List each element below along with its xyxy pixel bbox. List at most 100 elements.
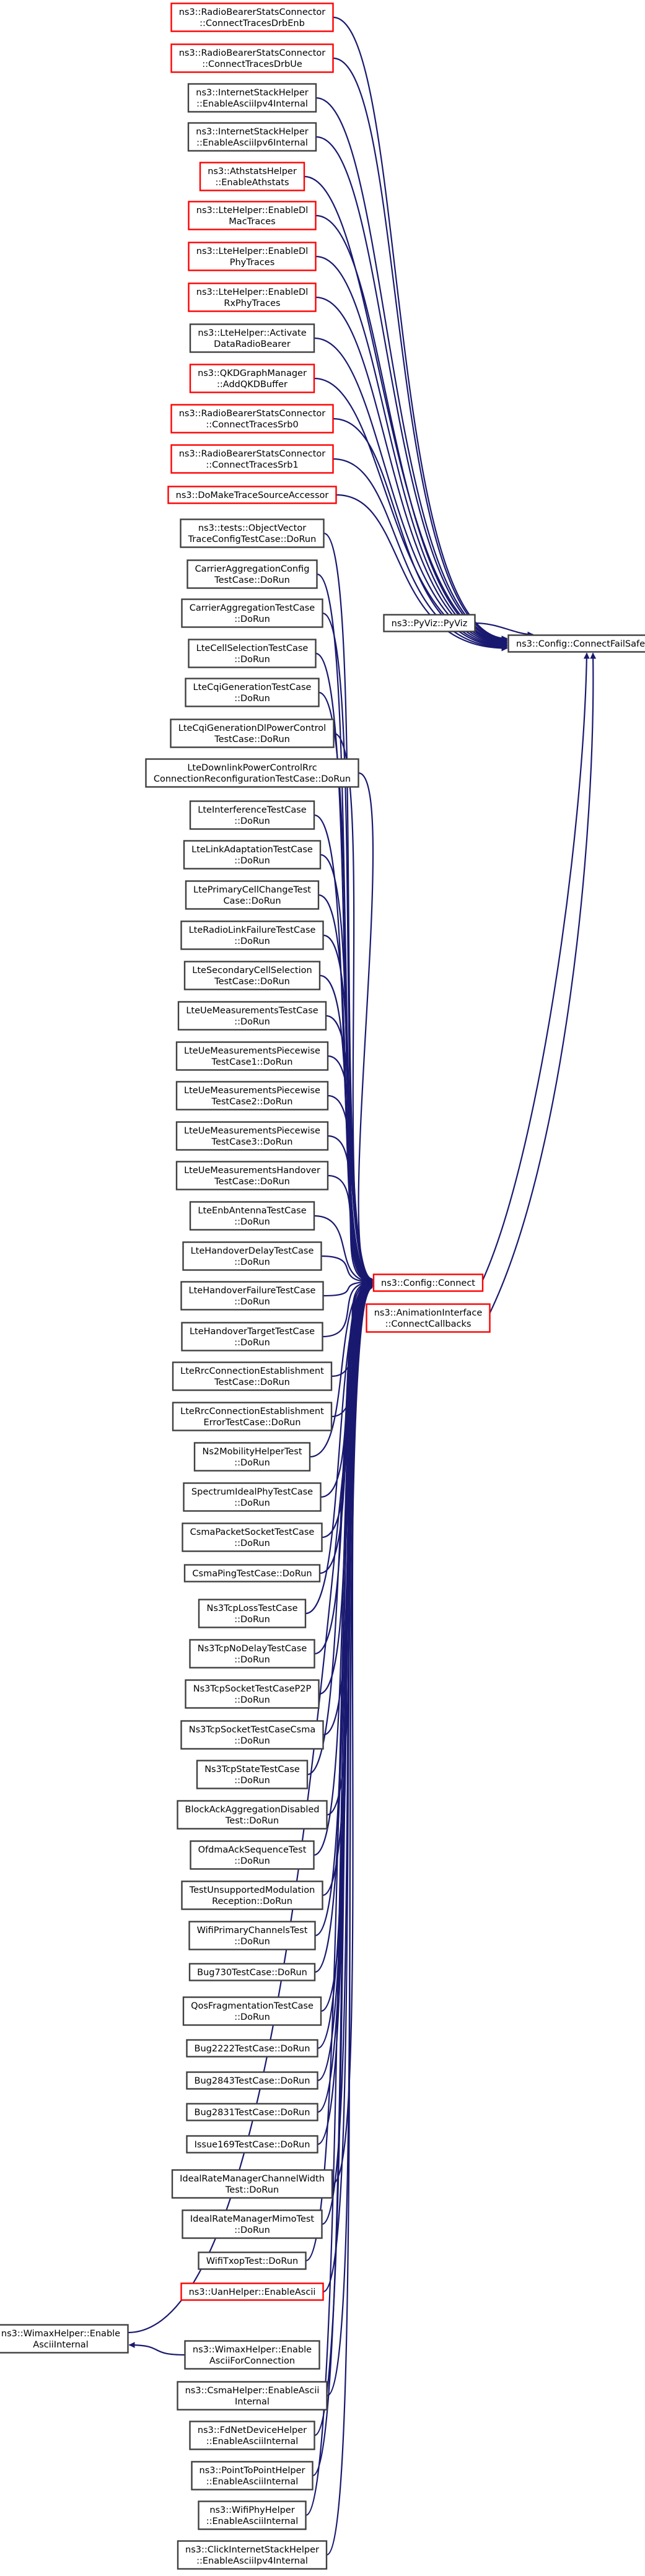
node-caller-40[interactable]: CsmaPingTestCase::DoRun	[183, 1564, 321, 1583]
node-caller-63[interactable]: ns3::PointToPointHelper::EnableAsciiInte…	[191, 2461, 314, 2491]
node-caller-43[interactable]: Ns3TcpSocketTestCaseP2P::DoRun	[185, 1679, 320, 1709]
node-caller-42[interactable]: Ns3TcpNoDelayTestCase::DoRun	[189, 1639, 315, 1669]
node-caller-42-label-line-2: ::DoRun	[234, 1655, 270, 1665]
node-caller-20[interactable]: LteDownlinkPowerControlRrcConnectionReco…	[145, 758, 359, 788]
node-caller-51-box	[182, 1996, 322, 2026]
node-caller-28-box	[175, 1081, 329, 1111]
node-caller-36[interactable]: LteRrcConnectionEstablishmentErrorTestCa…	[172, 1402, 333, 1431]
node-caller-58[interactable]: WifiTxopTest::DoRun	[198, 2251, 307, 2270]
edge-caller-33-to-config-connect	[323, 1278, 373, 1297]
node-caller-44-label-line-1: Ns3TcpSocketTestCaseCsma	[189, 1725, 315, 1735]
edge-caller-64-to-config-connect	[305, 1283, 373, 2517]
node-caller-19-box	[170, 718, 335, 748]
node-caller-65[interactable]: ns3::ClickInternetStackHelper::EnableAsc…	[177, 2540, 328, 2570]
node-caller-56-label-line-2: Test::DoRun	[225, 2185, 279, 2195]
node-caller-20-label-line-2: ConnectionReconfigurationTestCase::DoRun	[154, 774, 351, 784]
node-caller-26[interactable]: LteUeMeasurementsTestCase::DoRun	[177, 1001, 327, 1031]
node-caller-13[interactable]: ns3::DoMakeTraceSourceAccessor	[167, 486, 337, 504]
node-caller-41[interactable]: Ns3TcpLossTestCase::DoRun	[198, 1599, 307, 1628]
node-caller-28[interactable]: LteUeMeasurementsPiecewiseTestCase2::DoR…	[175, 1081, 329, 1111]
node-caller-59[interactable]: ns3::UanHelper::EnableAscii	[180, 2282, 324, 2301]
node-caller-57-label-line-2: ::DoRun	[234, 2225, 270, 2235]
node-caller-33[interactable]: LteHandoverFailureTestCase::DoRun	[180, 1281, 324, 1311]
node-caller-22[interactable]: LteLinkAdaptationTestCase::DoRun	[183, 840, 322, 870]
node-caller-35[interactable]: LteRrcConnectionEstablishmentTestCase::D…	[172, 1361, 333, 1391]
node-caller-57[interactable]: IdealRateManagerMimoTest::DoRun	[182, 2209, 323, 2239]
node-caller-54-box	[186, 2103, 318, 2121]
node-caller-32[interactable]: LteHandoverDelayTestCase::DoRun	[182, 1241, 322, 1271]
node-caller-51[interactable]: QosFragmentationTestCase::DoRun	[182, 1996, 322, 2026]
node-caller-4[interactable]: ns3::InternetStackHelper::EnableAsciiIpv…	[187, 122, 317, 152]
node-caller-18[interactable]: LteCqiGenerationTestCase::DoRun	[185, 678, 320, 707]
node-config-connect-box	[372, 1273, 484, 1292]
node-caller-57-label-line-1: IdealRateManagerMimoTest	[190, 2214, 315, 2224]
node-caller-1[interactable]: ns3::RadioBearerStatsConnector::ConnectT…	[170, 2, 334, 32]
node-caller-34[interactable]: LteHandoverTargetTestCase::DoRun	[181, 1322, 323, 1351]
node-caller-37[interactable]: Ns2MobilityHelperTest::DoRun	[193, 1442, 311, 1472]
node-caller-1-label-line-2: ::ConnectTracesDrbEnb	[200, 19, 305, 28]
node-caller-47[interactable]: OfdmaAckSequenceTest::DoRun	[190, 1840, 315, 1870]
node-caller-37-label-line-2: ::DoRun	[234, 1458, 270, 1468]
node-caller-53-label-line-1: Bug2843TestCase::DoRun	[195, 2076, 310, 2086]
node-caller-61[interactable]: ns3::CsmaHelper::EnableAsciiInternal	[177, 2381, 328, 2411]
node-config-connectfailsafe[interactable]: ns3::Config::ConnectFailSafe	[507, 634, 645, 653]
node-caller-14[interactable]: ns3::tests::ObjectVectorTraceConfigTestC…	[180, 518, 325, 548]
node-caller-48-label-line-1: TestUnsupportedModulation	[189, 1885, 315, 1895]
node-wimaxhelper-enableasciiinternal[interactable]: ns3::WimaxHelper::EnableAsciiInternal	[0, 2324, 129, 2354]
node-caller-29[interactable]: LteUeMeasurementsPiecewiseTestCase3::DoR…	[175, 1121, 329, 1151]
node-config-connect[interactable]: ns3::Config::Connect	[372, 1273, 484, 1292]
node-caller-33-box	[180, 1281, 324, 1311]
node-caller-55[interactable]: Issue169TestCase::DoRun	[186, 2135, 318, 2154]
node-caller-49[interactable]: WifiPrimaryChannelsTest::DoRun	[188, 1921, 316, 1950]
node-caller-45[interactable]: Ns3TcpStateTestCase::DoRun	[196, 1760, 309, 1789]
node-caller-17-label-line-2: ::DoRun	[234, 655, 270, 665]
node-caller-11[interactable]: ns3::RadioBearerStatsConnector::ConnectT…	[170, 404, 334, 434]
node-caller-62[interactable]: ns3::FdNetDeviceHelper::EnableAsciiInter…	[189, 2421, 315, 2450]
edge-caller-37-to-config-connect	[309, 1279, 373, 1458]
node-caller-31[interactable]: LteEnbAntennaTestCase::DoRun	[189, 1201, 315, 1231]
node-caller-44[interactable]: Ns3TcpSocketTestCaseCsma::DoRun	[180, 1720, 324, 1750]
node-caller-27[interactable]: LteUeMeasurementsPiecewiseTestCase1::DoR…	[175, 1041, 329, 1071]
node-caller-1-label-line-1: ns3::RadioBearerStatsConnector	[179, 7, 326, 17]
node-caller-5[interactable]: ns3::AthstatsHelper::EnableAthstats	[199, 162, 305, 191]
node-caller-60[interactable]: ns3::WimaxHelper::EnableAsciiForConnecti…	[184, 2340, 320, 2370]
node-caller-52[interactable]: Bug2222TestCase::DoRun	[186, 2039, 318, 2058]
node-caller-35-box	[172, 1361, 333, 1391]
node-caller-32-box	[182, 1241, 322, 1271]
node-caller-12[interactable]: ns3::RadioBearerStatsConnector::ConnectT…	[170, 444, 334, 474]
node-caller-54[interactable]: Bug2831TestCase::DoRun	[186, 2103, 318, 2121]
node-caller-3[interactable]: ns3::InternetStackHelper::EnableAsciiIpv…	[187, 83, 317, 113]
node-pyviz-pyviz[interactable]: ns3::PyViz::PyViz	[383, 614, 476, 632]
node-caller-19[interactable]: LteCqiGenerationDlPowerControlTestCase::…	[170, 718, 335, 748]
node-caller-16[interactable]: CarrierAggregationTestCase::DoRun	[181, 598, 323, 628]
node-caller-64[interactable]: ns3::WifiPhyHelper::EnableAsciiInternal	[198, 2500, 307, 2530]
node-caller-50-label-line-1: Bug730TestCase::DoRun	[197, 1968, 307, 1978]
node-caller-46-label-line-1: BlockAckAggregationDisabled	[185, 1805, 320, 1815]
node-caller-39[interactable]: CsmaPacketSocketTestCase::DoRun	[182, 1522, 323, 1552]
node-caller-53[interactable]: Bug2843TestCase::DoRun	[186, 2071, 318, 2090]
node-caller-24[interactable]: LteRadioLinkFailureTestCase::DoRun	[180, 920, 324, 950]
node-caller-49-label-line-1: WifiPrimaryChannelsTest	[197, 1926, 308, 1936]
node-caller-48[interactable]: TestUnsupportedModulationReception::DoRu…	[181, 1880, 323, 1910]
node-caller-17[interactable]: LteCellSelectionTestCase::DoRun	[188, 639, 317, 668]
node-caller-15-box	[186, 559, 318, 589]
node-caller-7-label-line-2: PhyTraces	[230, 258, 275, 268]
node-caller-2[interactable]: ns3::RadioBearerStatsConnector::ConnectT…	[170, 43, 334, 73]
node-caller-35-label-line-2: TestCase::DoRun	[214, 1378, 290, 1387]
node-animationinterface-connectcallbacks[interactable]: ns3::AnimationInterface::ConnectCallback…	[366, 1303, 491, 1333]
node-caller-9-label-line-1: ns3::LteHelper::Activate	[198, 328, 306, 338]
node-caller-10[interactable]: ns3::QKDGraphManager::AddQKDBuffer	[189, 364, 315, 393]
node-caller-50[interactable]: Bug730TestCase::DoRun	[188, 1963, 316, 1981]
node-caller-21[interactable]: LteInterferenceTestCase::DoRun	[189, 800, 315, 830]
node-caller-38[interactable]: SpectrumIdealPhyTestCase::DoRun	[183, 1482, 322, 1512]
